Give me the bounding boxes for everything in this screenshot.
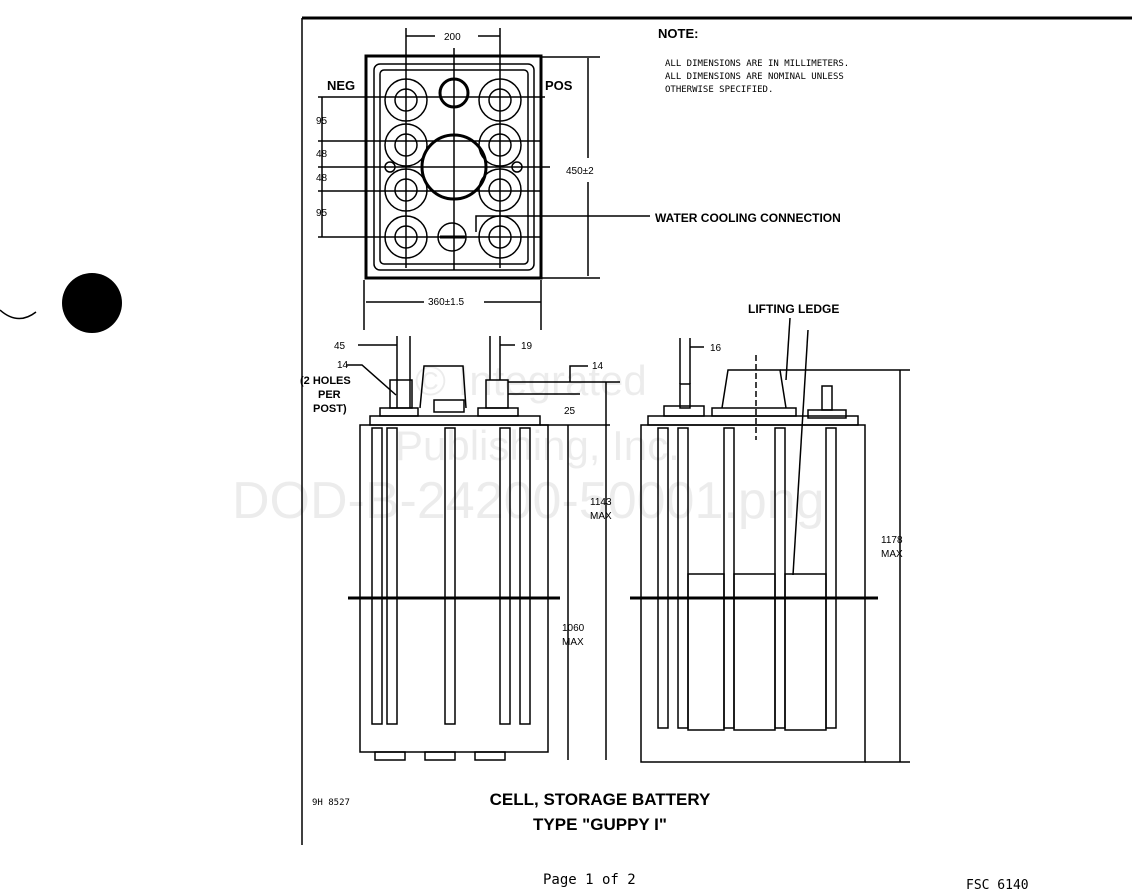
water-cooling-label: WATER COOLING CONNECTION (655, 211, 841, 225)
dim-1143: 1143 (590, 497, 612, 508)
dim-19: 19 (521, 341, 533, 352)
dim-14-hole: 14 (337, 360, 349, 371)
svg-text:Publishing, Inc.: Publishing, Inc. (395, 422, 680, 469)
dim-row: 48 (316, 149, 328, 160)
dim-1178-max: MAX (881, 549, 903, 560)
holes-note: (2 HOLES (300, 375, 351, 387)
title-block: 9H 8527 CELL, STORAGE BATTERY TYPE "GUPP… (312, 790, 711, 834)
dim-16: 16 (710, 343, 722, 354)
dim-1060-max: MAX (562, 637, 584, 648)
note-line: OTHERWISE SPECIFIED. (665, 85, 773, 95)
dim-45: 45 (334, 341, 346, 352)
note-line: ALL DIMENSIONS ARE NOMINAL UNLESS (665, 72, 844, 82)
note-block: NOTE: ALL DIMENSIONS ARE IN MILLIMETERS.… (658, 26, 849, 95)
dim-360: 360±1.5 (428, 297, 465, 308)
plan-view: 200 450±2 360±1.5 95 48 48 95 NEG POS WA… (316, 28, 841, 330)
svg-text:DOD-B-24200-50001.png: DOD-B-24200-50001.png (232, 472, 825, 530)
side-view-right: 16 LIFTING LEDGE 1178 MAX (630, 302, 910, 763)
dim-1143-max: MAX (590, 511, 612, 522)
title-line-1: CELL, STORAGE BATTERY (490, 790, 711, 809)
scan-artifact-arc (0, 309, 37, 320)
page-number: Page 1 of 2 (543, 872, 636, 888)
dim-25: 25 (564, 406, 576, 417)
lifting-ledge-label: LIFTING LEDGE (748, 302, 839, 316)
svg-text:© Integrated: © Integrated (415, 357, 647, 404)
note-line: ALL DIMENSIONS ARE IN MILLIMETERS. (665, 59, 849, 69)
title-line-2: TYPE "GUPPY I" (533, 815, 667, 834)
dim-row: 95 (316, 208, 328, 219)
note-heading: NOTE: (658, 26, 698, 41)
neg-label: NEG (327, 78, 355, 93)
dim-1060: 1060 (562, 623, 585, 634)
side-view-left: 45 19 14 (2 HOLES PER POST) 14 25 1143 M… (300, 336, 620, 761)
holes-note: PER (318, 389, 341, 401)
fsc-code: FSC 6140 (966, 878, 1029, 893)
dim-row: 95 (316, 116, 328, 127)
watermark: © Integrated Publishing, Inc. DOD-B-2420… (232, 357, 825, 530)
drawing-number: 9H 8527 (312, 798, 350, 808)
dim-1178: 1178 (881, 535, 903, 546)
punch-hole-mark (62, 273, 122, 333)
drawing-frame (301, 16, 1132, 845)
pos-label: POS (545, 78, 573, 93)
dim-200: 200 (444, 32, 461, 43)
dim-14-top: 14 (592, 361, 604, 372)
dim-row: 48 (316, 173, 328, 184)
holes-note: POST) (313, 403, 347, 415)
dim-450: 450±2 (566, 166, 594, 177)
